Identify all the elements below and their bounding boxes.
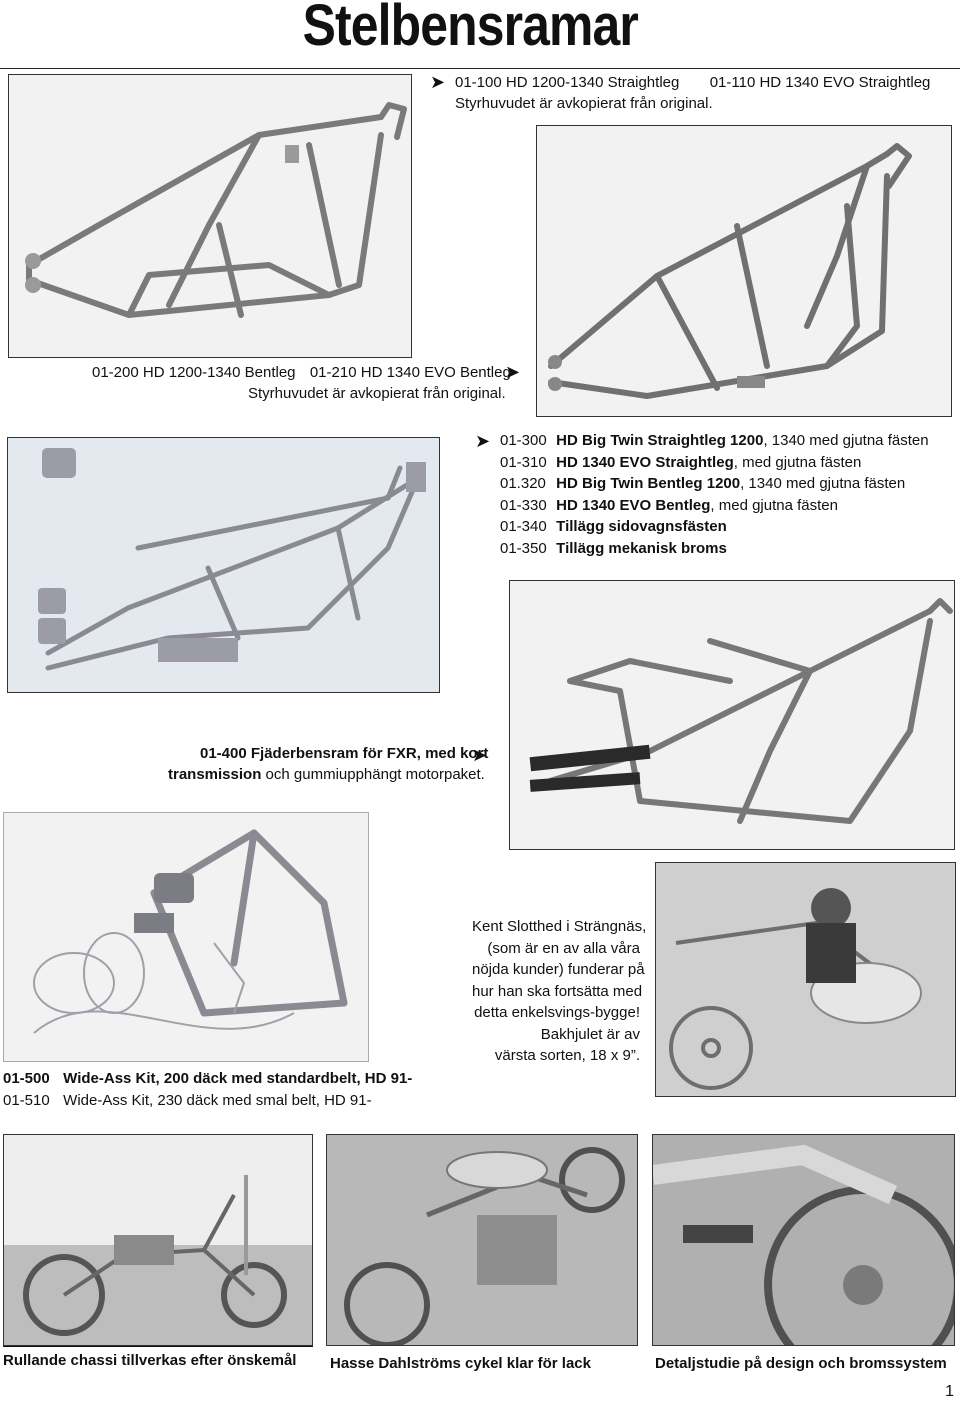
frame-illustration-2 bbox=[548, 143, 912, 399]
item-rest: , 1340 med gjutna fästen bbox=[740, 475, 906, 492]
bike-illustration-3 bbox=[653, 1135, 954, 1345]
arrow-right-icon: ➤ bbox=[472, 745, 488, 765]
caption-rule bbox=[3, 1346, 313, 1347]
item-code: 01-340 bbox=[500, 518, 547, 535]
photo-design-detail bbox=[652, 1134, 955, 1346]
note-line: nöjda kunder) funderar på bbox=[472, 961, 645, 978]
section2-name-a: HD 1200-1340 Bentleg bbox=[142, 364, 296, 381]
workshop-illustration bbox=[656, 863, 955, 1096]
page-number: 1 bbox=[945, 1383, 954, 1400]
section1-name-a: HD 1200-1340 Straightleg bbox=[505, 74, 680, 91]
section4-line1: 01-400 Fjäderbensram för FXR, med kort bbox=[200, 743, 488, 765]
photo-rolling-chassis bbox=[3, 1134, 313, 1346]
photo-straightleg-frame bbox=[8, 74, 412, 358]
item-text: Wide-Ass Kit, 200 däck med standardbelt,… bbox=[63, 1070, 413, 1087]
section5-list: 01-500 Wide-Ass Kit, 200 däck med standa… bbox=[3, 1068, 412, 1111]
section3-item: 01-310 HD 1340 EVO Straightleg, med gjut… bbox=[500, 452, 929, 474]
caption-hasse-bike: Hasse Dahlströms cykel klar för lack bbox=[330, 1355, 591, 1372]
arrow-left-icon: ➤ bbox=[430, 72, 446, 92]
note-line: Bakhjulet är av bbox=[540, 1025, 640, 1043]
section3-item: 01-330 HD 1340 EVO Bentleg, med gjutna f… bbox=[500, 495, 929, 517]
item-code: 01-500 bbox=[3, 1070, 50, 1087]
item-code: 01-310 bbox=[500, 453, 547, 471]
item-code: 01-330 bbox=[500, 496, 547, 514]
section2-code-a: 01-200 bbox=[92, 364, 139, 381]
photo-hasse-bike bbox=[326, 1134, 638, 1346]
arrow-left-icon: ➤ bbox=[475, 431, 491, 451]
frame-illustration-3 bbox=[38, 448, 426, 671]
photo-fxr-frame bbox=[509, 580, 955, 850]
customer-note: Kent Slotthed i Strängnäs, (som är en av… bbox=[472, 916, 647, 1067]
item-code: 01-300 bbox=[500, 432, 547, 449]
item-name: HD 1340 EVO Straightleg bbox=[556, 453, 734, 471]
note-line: Kent Slotthed i Strängnäs, bbox=[472, 918, 647, 935]
item-name: HD 1340 EVO Bentleg bbox=[556, 496, 711, 514]
note-line: hur han ska fortsätta med bbox=[472, 982, 643, 1000]
photo-bentleg-frame bbox=[536, 125, 952, 417]
item-rest: , med gjutna fästen bbox=[710, 496, 838, 514]
section5-item: 01-500 Wide-Ass Kit, 200 däck med standa… bbox=[3, 1068, 412, 1090]
frame-illustration-4 bbox=[529, 598, 953, 824]
item-name: Tillägg sidovagnsfästen bbox=[556, 518, 727, 535]
section3-list: 01-300 HD Big Twin Straightleg 1200, 134… bbox=[500, 430, 929, 559]
section2-line2: Styrhuvudet är avkopierat från original. bbox=[248, 385, 506, 402]
section4-rest: och gummiupphängt motorpaket. bbox=[261, 766, 485, 783]
frame-illustration-1 bbox=[25, 102, 407, 318]
item-code: 01-510 bbox=[3, 1091, 50, 1109]
photo-workshop-customer bbox=[655, 862, 956, 1097]
note-line: (som är en av alla våra bbox=[487, 939, 640, 957]
section3-item: 01.320 HD Big Twin Bentleg 1200, 1340 me… bbox=[500, 473, 929, 495]
item-rest: , med gjutna fästen bbox=[733, 453, 862, 471]
section4-bold: transmission bbox=[168, 766, 262, 783]
section1-line2: Styrhuvudet är avkopierat från original. bbox=[455, 95, 713, 112]
section1-name-b: HD 1340 EVO Straightleg bbox=[759, 74, 931, 91]
bike-illustration-2 bbox=[327, 1135, 637, 1345]
item-name: Tillägg mekanisk broms bbox=[556, 539, 727, 557]
arrow-right-icon: ➤ bbox=[505, 362, 521, 382]
section4-line2: transmission och gummiupphängt motorpake… bbox=[168, 764, 485, 786]
item-name: HD Big Twin Bentleg 1200 bbox=[556, 475, 741, 492]
section1-code-a: 01-100 bbox=[455, 74, 502, 91]
section1-code-b: 01-110 bbox=[709, 74, 756, 91]
item-code: 01.320 bbox=[500, 475, 546, 492]
item-name: HD Big Twin Straightleg 1200 bbox=[556, 432, 764, 449]
section2-code-b: 01-210 bbox=[309, 364, 357, 381]
item-code: 01-350 bbox=[500, 539, 547, 557]
page-title: Stelbensramar bbox=[302, 0, 639, 58]
section1-line1: 01-100 HD 1200-1340 Straightleg 01-110 H… bbox=[455, 72, 930, 94]
section4-title: 01-400 Fjäderbensram för FXR, med kort bbox=[200, 745, 489, 762]
note-line: detta enkelsvings-bygge! bbox=[474, 1004, 640, 1021]
section3-item: 01-340 Tillägg sidovagnsfästen bbox=[500, 516, 929, 538]
section2-line1: 01-200 HD 1200-1340 Bentleg 01-210 HD 13… bbox=[92, 362, 511, 384]
section2-name-b: HD 1340 EVO Bentleg bbox=[360, 364, 511, 381]
section3-item: 01-300 HD Big Twin Straightleg 1200, 134… bbox=[500, 430, 929, 452]
item-rest: , 1340 med gjutna fästen bbox=[763, 432, 929, 449]
photo-cast-fittings-frame bbox=[7, 437, 440, 693]
note-line: värsta sorten, 18 x 9”. bbox=[494, 1047, 640, 1064]
header-rule bbox=[0, 68, 960, 69]
section3-item: 01-350 Tillägg mekanisk broms bbox=[500, 538, 929, 560]
caption-rolling-chassis: Rullande chassi tillverkas efter önskemå… bbox=[3, 1352, 297, 1369]
photo-wide-ass-kit bbox=[3, 812, 369, 1062]
section5-item: 01-510 Wide-Ass Kit, 230 däck med smal b… bbox=[3, 1090, 412, 1112]
bike-illustration-1 bbox=[4, 1135, 312, 1345]
kit-illustration bbox=[33, 829, 348, 1034]
item-text: Wide-Ass Kit, 230 däck med smal belt, HD… bbox=[63, 1091, 372, 1109]
caption-design-detail: Detaljstudie på design och bromssystem bbox=[655, 1355, 947, 1372]
